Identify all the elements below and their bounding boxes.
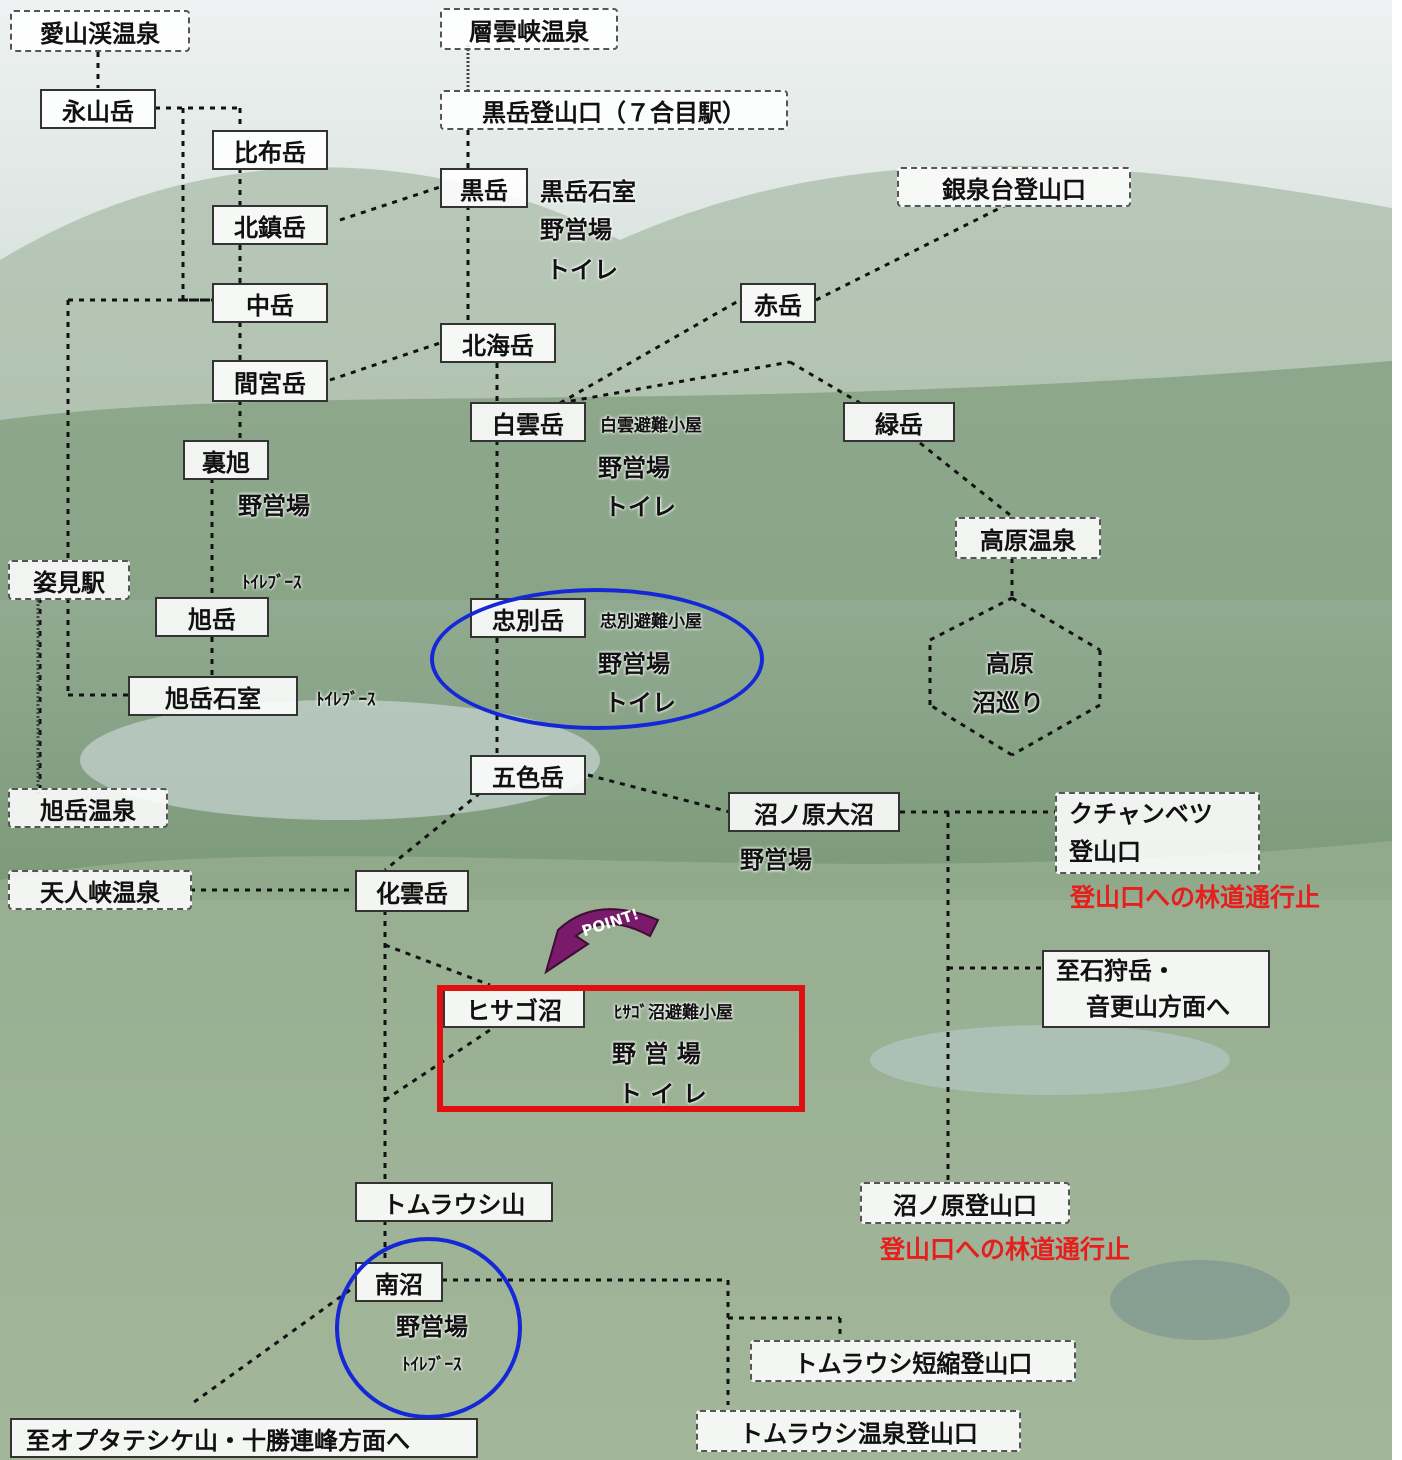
hisago-hut-label: ﾋｻｺﾞ沼避難小屋 (614, 1003, 733, 1023)
ishikari-line1: 至石狩岳・ (1056, 956, 1176, 985)
trailhead-asahidake-onsen: 旭岳温泉 (8, 788, 168, 828)
peak-tomuraushi: トムラウシ山 (355, 1182, 553, 1222)
hisago-highlight-box (437, 985, 805, 1112)
minaminuma-highlight-circle (335, 1237, 522, 1419)
hisago-campsite-label: 野 営 場 (612, 1039, 701, 1068)
direction-ishikari: 至石狩岳・ 音更山方面へ (1042, 950, 1270, 1028)
kurodake-campsite-label: 野営場 (540, 215, 612, 244)
trailhead-sugatami: 姿見駅 (8, 560, 130, 600)
hakuun-campsite-label: 野営場 (598, 453, 670, 482)
trailhead-aizankei: 愛山渓温泉 (10, 10, 190, 52)
chubetsu-highlight-circle (430, 588, 764, 730)
kuchanbetsu-line1: クチャンベツ (1069, 799, 1213, 828)
trailhead-tomuraushi-onsen: トムラウシ温泉登山口 (696, 1410, 1021, 1452)
sekishitsu-toilet-booth-label: ﾄｲﾚﾌﾞｰｽ (316, 690, 376, 710)
trailhead-numanohara: 沼ノ原登山口 (860, 1182, 1070, 1224)
trailhead-tomuraushi-short: トムラウシ短縮登山口 (750, 1340, 1076, 1382)
kurodake-toilet-label: トイレ (546, 255, 618, 284)
hut-asahidake-sekishitsu: 旭岳石室 (128, 676, 298, 716)
kurodake-hut-label: 黒岳石室 (540, 177, 636, 206)
peak-kaun: 化雲岳 (355, 870, 469, 912)
peak-kitachin: 北鎮岳 (212, 205, 328, 245)
numanohara-campsite-label: 野営場 (740, 845, 812, 874)
kogen-numa-line1: 高原 (986, 649, 1034, 678)
campsite-numanohara-onuma: 沼ノ原大沼 (728, 792, 900, 832)
peak-midori: 緑岳 (843, 402, 955, 442)
peak-pippu: 比布岳 (212, 130, 328, 170)
direction-oputateshike: 至オプタテシケ山・十勝連峰方面へ (10, 1418, 478, 1458)
kogen-numa-line2: 沼巡り (972, 688, 1044, 717)
peak-mamiya: 間宮岳 (212, 360, 328, 402)
peak-asahidake: 旭岳 (155, 597, 269, 637)
peak-akadake: 赤岳 (740, 283, 816, 323)
peak-nagayama: 永山岳 (40, 89, 156, 129)
ura-asahi-campsite-label: 野営場 (238, 491, 310, 520)
peak-hakuun: 白雲岳 (470, 402, 586, 442)
peak-hokkai: 北海岳 (440, 323, 556, 363)
trailhead-ginsendai: 銀泉台登山口 (897, 167, 1131, 207)
peak-kurodake: 黒岳 (440, 168, 528, 208)
peak-ura-asahi: 裏旭 (183, 440, 269, 480)
kuchanbetsu-road-closed-notice: 登山口への林道通行止 (1070, 883, 1321, 912)
trailhead-tenninkyo: 天人峡温泉 (8, 870, 192, 910)
peak-naka: 中岳 (212, 283, 328, 323)
trailhead-kuchanbetsu: クチャンベツ 登山口 (1055, 792, 1260, 874)
hisago-toilet-label: ト イ レ (618, 1079, 707, 1108)
hakuun-toilet-label: トイレ (604, 492, 676, 521)
trailhead-soun: 層雲峡温泉 (440, 8, 618, 50)
kuchanbetsu-line2: 登山口 (1069, 837, 1141, 866)
peak-goshiki: 五色岳 (470, 755, 586, 795)
asahidake-toilet-booth-label: ﾄｲﾚﾌﾞｰｽ (242, 573, 302, 593)
numanohara-road-closed-notice: 登山口への林道通行止 (880, 1235, 1131, 1264)
point-arrow-icon: POINT! (544, 905, 660, 975)
hakuun-hut-label: 白雲避難小屋 (600, 416, 702, 436)
trailhead-kogen-onsen: 高原温泉 (955, 517, 1101, 559)
trailhead-kurodake: 黒岳登山口（７合目駅） (440, 90, 788, 130)
ishikari-line2: 音更山方面へ (1086, 992, 1230, 1021)
